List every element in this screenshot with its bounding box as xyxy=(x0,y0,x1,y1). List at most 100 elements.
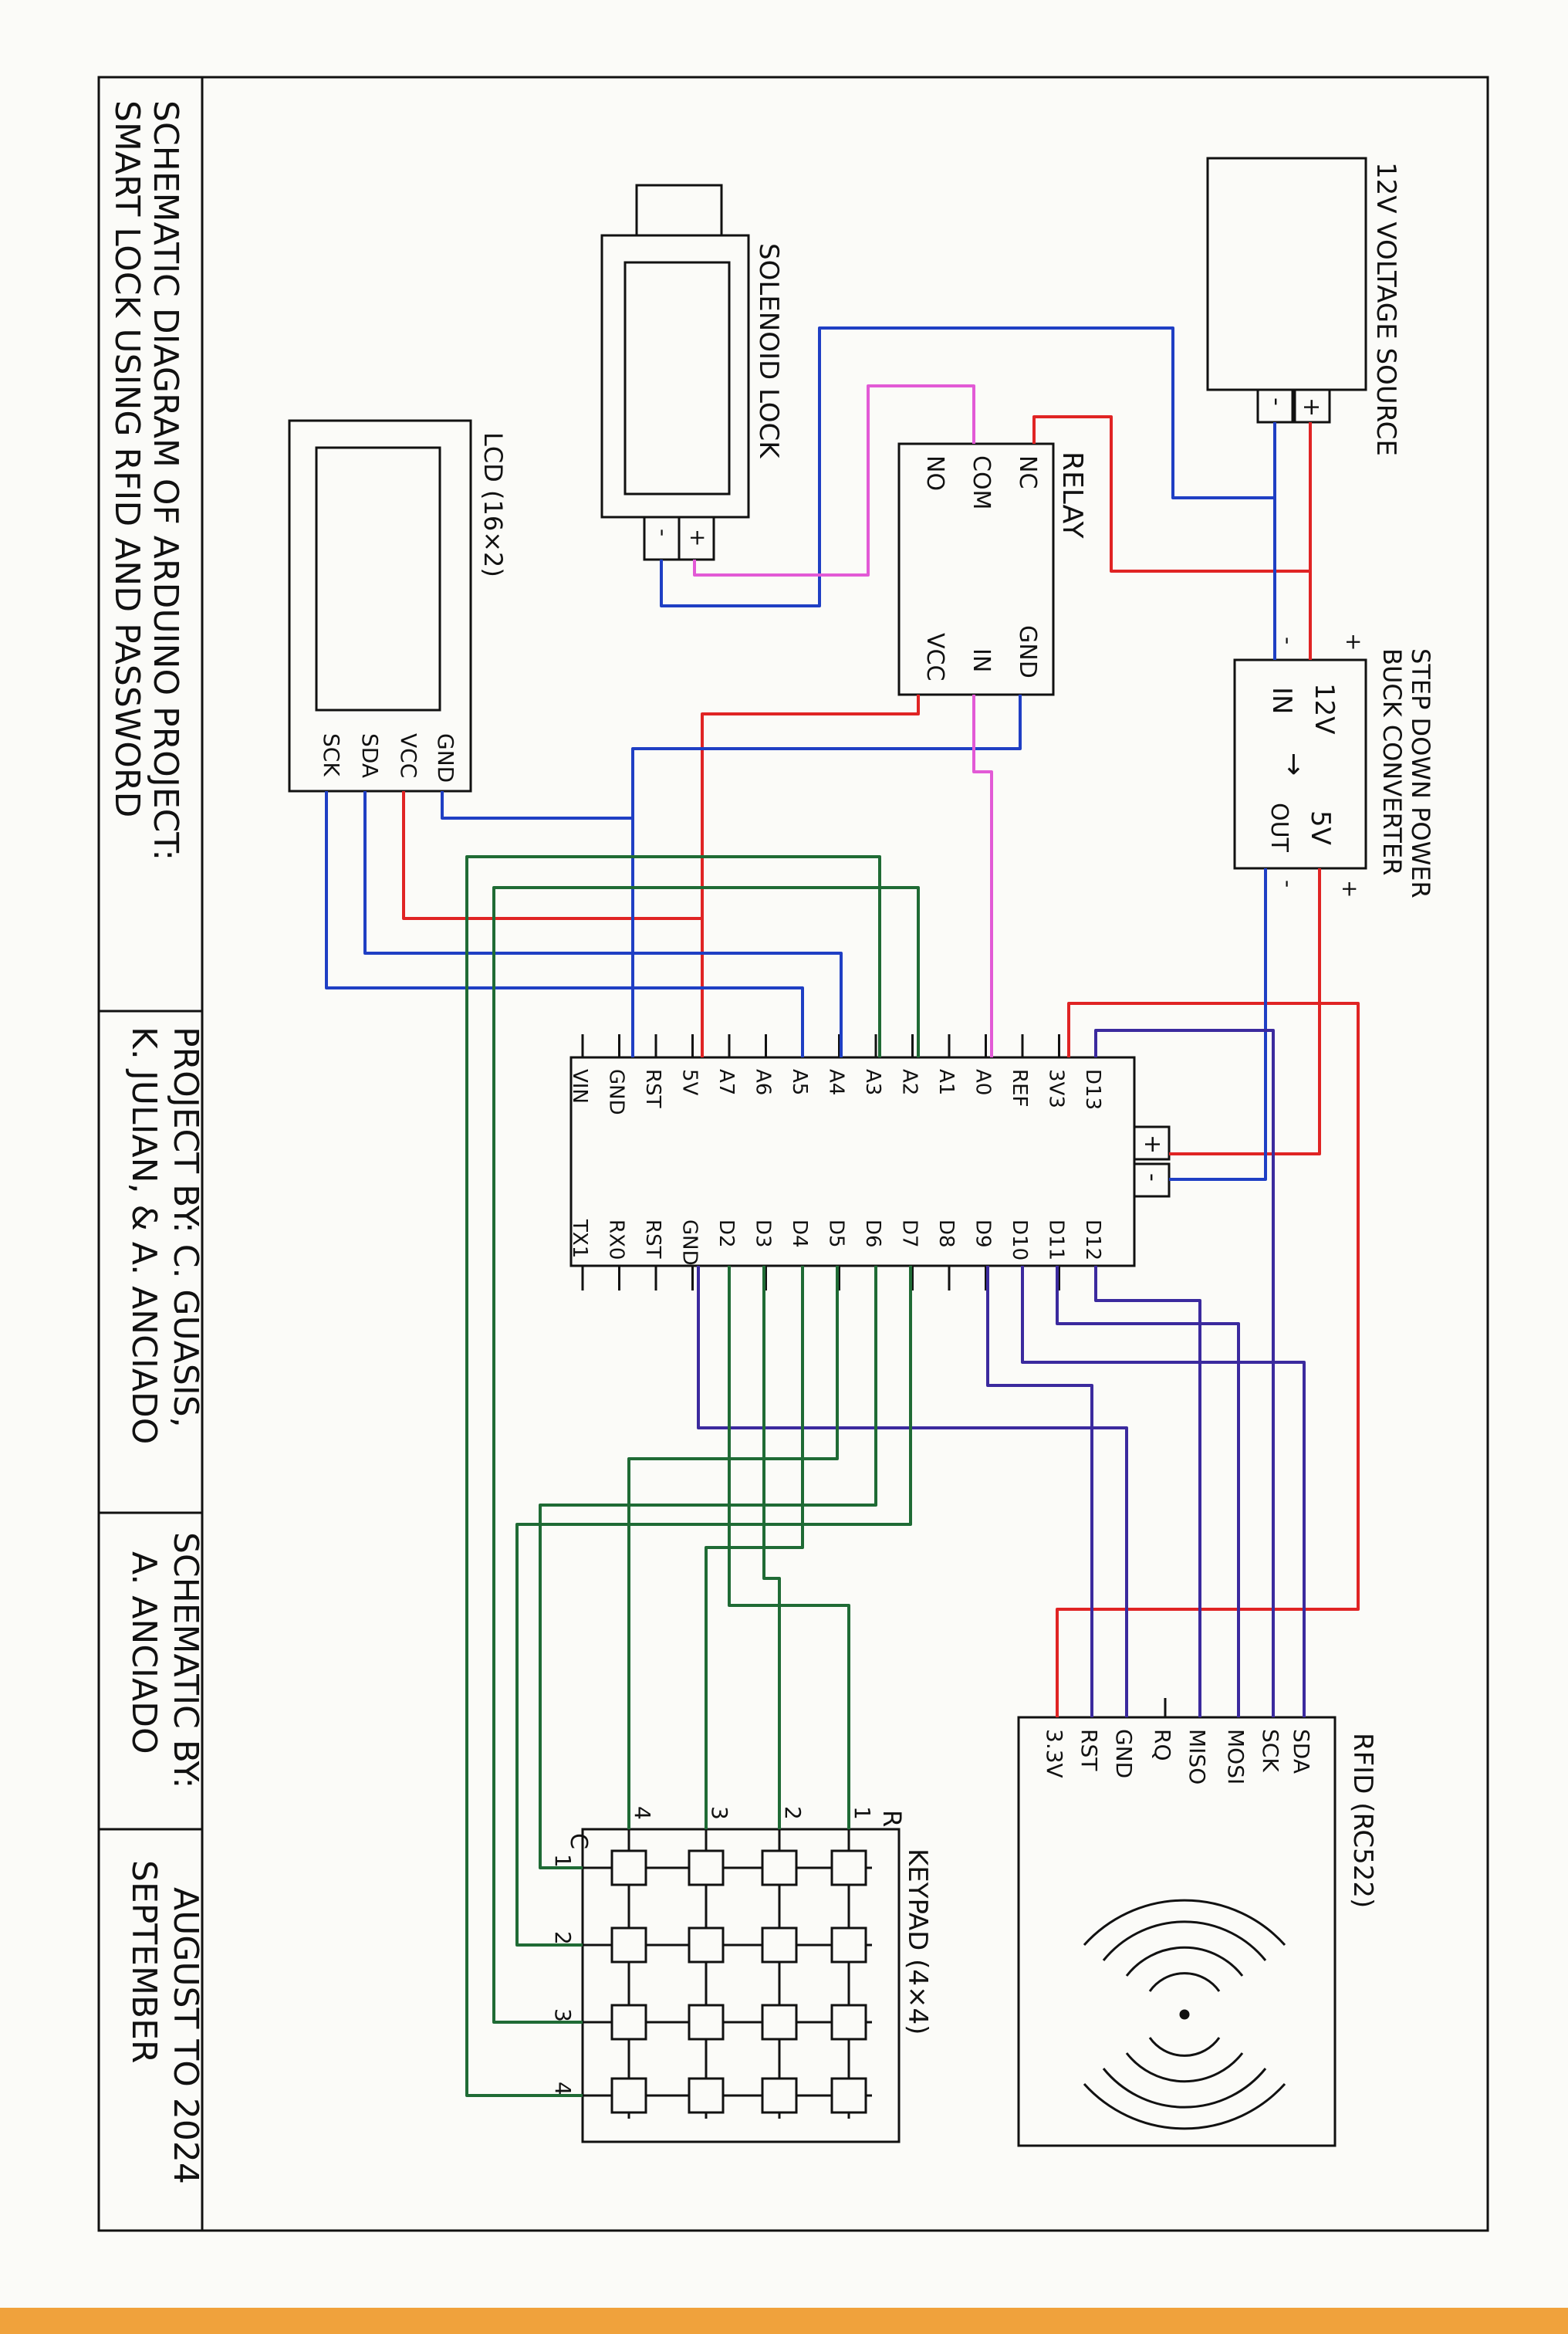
keypad-key xyxy=(830,1926,867,1964)
keypad-key xyxy=(610,2004,647,2041)
arduino-bottom-pin-label: RST xyxy=(641,1219,664,1259)
wire-d9-to-rfid-rst xyxy=(986,1266,1093,1717)
relay-pin-nc: NC xyxy=(1014,455,1041,489)
scan-edge-strip xyxy=(0,2308,1568,2334)
voltage-source-minus: - xyxy=(1263,397,1290,406)
wire-lcd-gnd xyxy=(441,791,633,820)
keypad-row-number: 4 xyxy=(630,1806,655,1820)
arduino-top-pin-label: A1 xyxy=(934,1069,958,1095)
project-by-line1: PROJECT BY: C. GUASIS, xyxy=(166,1027,205,1428)
rfid-pin-label: SDA xyxy=(1289,1729,1314,1774)
wire-a2-to-keypad-col3 xyxy=(492,886,920,2024)
buck-in-minus: - xyxy=(1276,637,1301,644)
keypad-row-number: 2 xyxy=(780,1806,806,1820)
keypad-label: KEYPAD (4×4) xyxy=(902,1849,933,2035)
schematic-by-line1: SCHEMATIC BY: xyxy=(166,1532,205,1788)
wire-buck-out-positive xyxy=(1169,868,1321,1155)
keypad-key xyxy=(688,1926,725,1964)
arduino-bottom-pin-label: D9 xyxy=(972,1219,995,1248)
relay-pin-gnd: GND xyxy=(1014,625,1041,678)
buck-out-plus: + xyxy=(1337,880,1363,898)
wire-solenoid-minus xyxy=(660,326,1275,607)
arduino-top-pin-label: A5 xyxy=(788,1069,811,1095)
rfid-pin-label: MISO xyxy=(1184,1729,1210,1784)
buck-converter-label-line1: STEP DOWN POWER xyxy=(1406,648,1435,898)
buck-out-label: OUT xyxy=(1266,803,1293,853)
date-line2: SEPTEMBER xyxy=(124,1860,164,2063)
solenoid-minus: - xyxy=(651,529,676,536)
lcd-label: LCD (16×2) xyxy=(478,432,508,577)
wire-d7-to-keypad-col2 xyxy=(515,1266,912,1947)
arduino-nano: + - D133V3REFA0A1A2A3A4A5A6A75VRSTGNDVIN… xyxy=(568,1034,1171,1290)
arduino-power-minus: - xyxy=(1139,1173,1166,1182)
buck-in-plus: + xyxy=(1341,633,1367,651)
wire-d2-to-keypad-row1 xyxy=(728,1266,850,1829)
arduino-top-pin-label: RST xyxy=(641,1069,664,1108)
keypad-col-number: 3 xyxy=(550,2008,576,2022)
rfid-pin-label: 3.3V xyxy=(1042,1729,1067,1778)
relay-pin-vcc: VCC xyxy=(921,633,948,681)
arduino-bottom-pin-label: RX0 xyxy=(605,1219,628,1260)
relay-pin-in: IN xyxy=(968,648,995,672)
relay-pin-com: COM xyxy=(968,455,995,509)
keypad-key xyxy=(688,1849,725,1886)
solenoid-plus: + xyxy=(685,529,711,546)
arduino-top-pin-label: REF xyxy=(1008,1069,1031,1107)
keypad-key xyxy=(610,1849,647,1886)
arduino-bottom-pin-label: D2 xyxy=(715,1219,738,1248)
wire-relay-com-to-solenoid xyxy=(693,384,975,577)
keypad-key xyxy=(761,2004,798,2041)
arduino-top-pin-label: A4 xyxy=(825,1069,848,1095)
rfid-pin-label: MOSI xyxy=(1223,1729,1249,1784)
keypad-col-number: 4 xyxy=(550,2082,576,2096)
keypad-key xyxy=(761,1849,798,1886)
wire-a3-to-keypad-col4 xyxy=(465,855,881,2097)
arduino-bottom-pin-label: D10 xyxy=(1008,1219,1031,1260)
keypad-key xyxy=(830,2077,867,2114)
keypad-row-marker: R xyxy=(877,1810,907,1827)
arduino-top-pin-label: A7 xyxy=(715,1069,738,1095)
keypad-key xyxy=(761,1926,798,1964)
rfid-label: RFID (RC522) xyxy=(1347,1733,1378,1908)
arduino-bottom-pin-label: D5 xyxy=(825,1219,848,1248)
keypad-key xyxy=(830,1849,867,1886)
keypad-key xyxy=(688,2004,725,2041)
project-by-line2: K. JULIAN, & A. ANCIADO xyxy=(124,1027,164,1444)
wire-relay-vcc-to-5v xyxy=(701,695,920,1057)
buck-out-voltage: 5V xyxy=(1305,810,1336,845)
relay: RELAY NC COM NO GND IN VCC xyxy=(897,442,1088,696)
rfid-pin-label: RQ xyxy=(1150,1729,1175,1761)
voltage-source-label: 12V VOLTAGE SOURCE xyxy=(1370,162,1401,456)
buck-in-label: IN xyxy=(1266,687,1297,714)
solenoid-label: SOLENOID LOCK xyxy=(753,243,784,459)
project-title-line2: SMART LOCK USING RFID AND PASSWORD xyxy=(107,100,147,817)
keypad-key-grid xyxy=(583,1829,872,2119)
arduino-bottom-pin-label: D7 xyxy=(898,1219,921,1248)
arduino-top-pin-label: 5V xyxy=(678,1069,701,1096)
arduino-bottom-pin-label: D4 xyxy=(788,1219,811,1248)
sheet-border xyxy=(97,76,1489,2232)
keypad-key xyxy=(688,2077,725,2114)
keypad-key xyxy=(830,2004,867,2041)
wire-gnd-to-rfid-gnd xyxy=(697,1266,1128,1717)
arduino-bottom-pin-label: TX1 xyxy=(568,1219,591,1258)
keypad-row-number: 3 xyxy=(707,1806,732,1820)
keypad-key xyxy=(610,2077,647,2114)
keypad-row-number: 1 xyxy=(850,1806,875,1820)
arduino-top-pin-label: D13 xyxy=(1081,1069,1104,1110)
buck-converter: STEP DOWN POWER BUCK CONVERTER 12V IN → … xyxy=(1233,633,1435,898)
rfid-pin-label: RST xyxy=(1076,1729,1102,1771)
wire-3v3-to-rfid xyxy=(1056,1002,1360,1717)
wire-d10-to-rfid-sda xyxy=(1021,1266,1306,1717)
voltage-source-12v: 12V VOLTAGE SOURCE - + xyxy=(1206,157,1401,456)
arduino-bottom-pin-label: D12 xyxy=(1081,1219,1104,1260)
voltage-source-plus: + xyxy=(1298,397,1325,417)
arduino-bottom-pin-label: D8 xyxy=(934,1219,958,1248)
arduino-top-pin-label: A6 xyxy=(752,1069,775,1095)
rfid-pin-label: GND xyxy=(1111,1729,1137,1778)
